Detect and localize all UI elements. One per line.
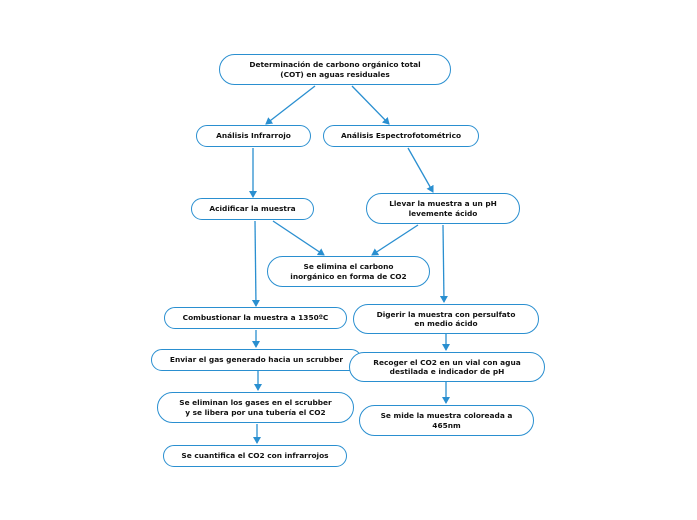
node-cuantifica-co2[interactable]: Se cuantifica el CO2 con infrarrojos [163,445,347,467]
node-cot[interactable]: Determinación de carbono orgánico total … [219,54,451,85]
node-recoger-co2[interactable]: Recoger el CO2 en un vial con agua desti… [349,352,545,382]
node-analisis-infrarrojo[interactable]: Análisis Infrarrojo [196,125,311,147]
arrow-llevar-to-digerir [439,224,448,303]
arrow-cot-to-espectro [351,85,390,125]
arrow-espectro-to-llevar [407,147,434,193]
node-combustionar-muestra[interactable]: Combustionar la muestra a 1350ºC [164,307,347,329]
arrow-acidificar-to-combustionar [251,220,260,307]
node-llevar-muestra-ph[interactable]: Llevar la muestra a un pH levemente ácid… [366,193,520,224]
node-mide-muestra[interactable]: Se mide la muestra coloreada a 465nm [359,405,534,436]
node-acidificar-muestra[interactable]: Acidificar la muestra [191,198,314,220]
arrow-cot-to-infrarrojo [265,85,316,125]
node-elimina-carbono-inorganico[interactable]: Se elimina el carbono inorgánico en form… [267,256,430,287]
node-digerir-muestra[interactable]: Digerir la muestra con persulfato en med… [353,304,539,334]
arrow-llevar-to-elimina [371,224,419,256]
node-analisis-espectrofotometrico[interactable]: Análisis Espectrofotométrico [323,125,479,147]
node-enviar-gas-scrubber[interactable]: Enviar el gas generado hacia un scrubber [151,349,362,371]
arrow-acidificar-to-elimina [272,220,325,256]
node-eliminan-gases[interactable]: Se eliminan los gases en el scrubber y s… [157,392,354,423]
